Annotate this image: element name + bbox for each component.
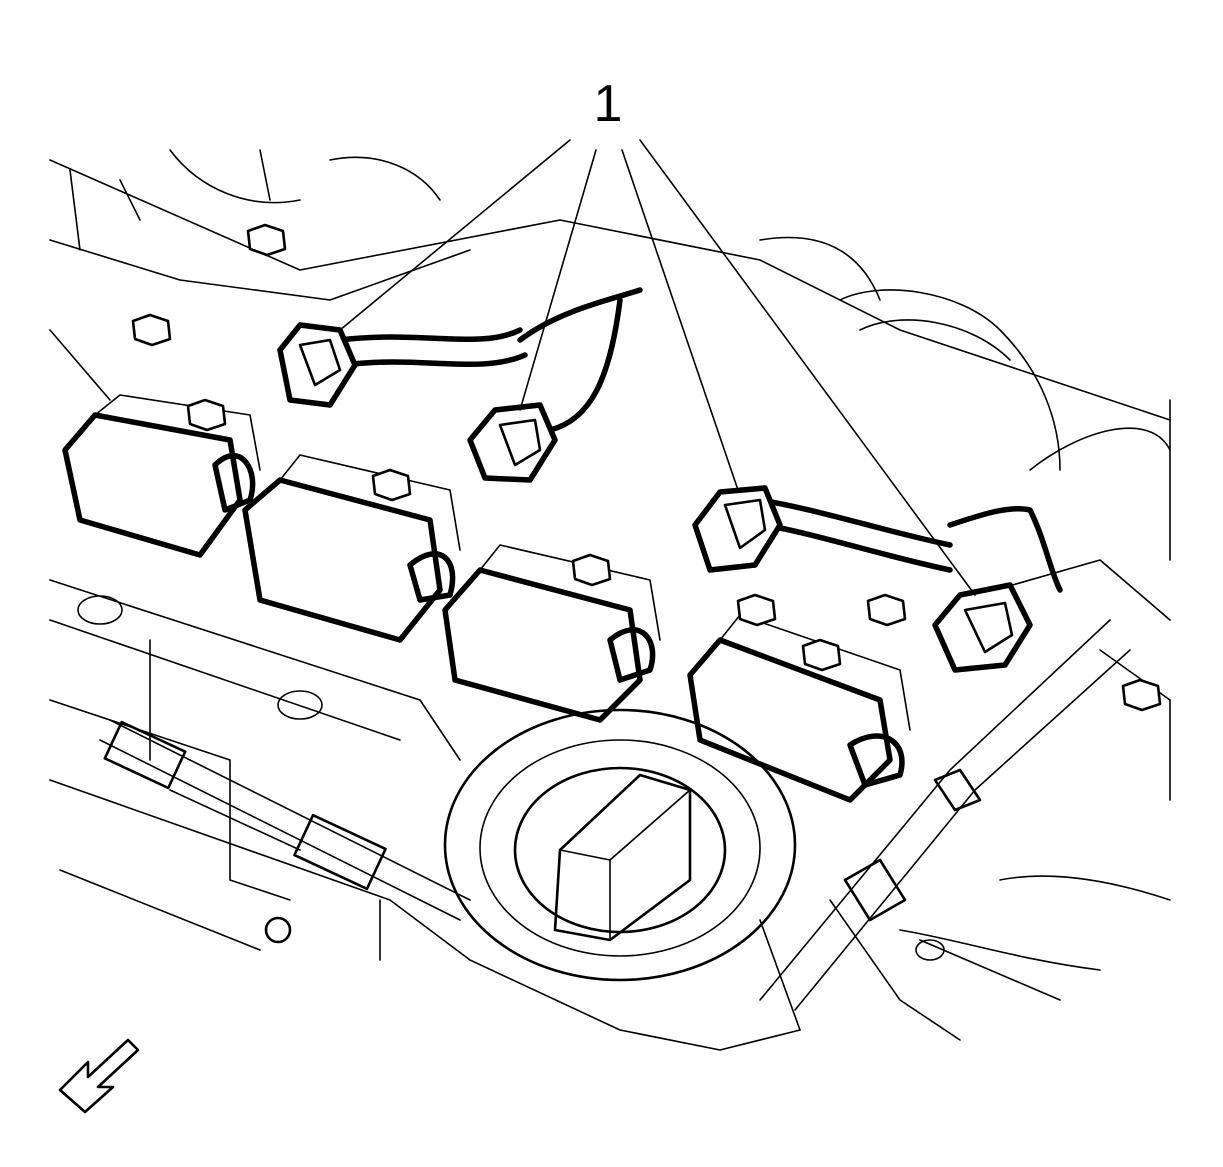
injector-connector-3 <box>692 485 783 573</box>
right-hose <box>759 619 1131 1011</box>
coil-connectors <box>212 452 905 788</box>
leader-line-1 <box>339 139 571 331</box>
oil-fill-cap <box>443 708 797 982</box>
fuel-rail-hose <box>99 719 471 944</box>
ignition-coil-2 <box>242 454 461 643</box>
leader-line-2 <box>519 149 597 411</box>
direction-arrow-icon <box>58 1038 140 1114</box>
injector-connector-1 <box>277 322 358 408</box>
injector-connector-2 <box>467 402 558 483</box>
lower-cover <box>49 579 1061 1051</box>
ignition-coil-1 <box>62 394 261 558</box>
injector-connector-4 <box>932 582 1033 673</box>
ignition-coil-4 <box>687 614 911 803</box>
ignition-coils <box>62 394 911 803</box>
leader-line-3 <box>621 149 739 491</box>
engine-background <box>49 149 1171 971</box>
injector-harness <box>277 287 1063 673</box>
callout-label-1: 1 <box>593 75 623 133</box>
bolts <box>131 223 1162 712</box>
leader-line-4 <box>639 139 976 596</box>
callout-leaders <box>339 139 976 596</box>
